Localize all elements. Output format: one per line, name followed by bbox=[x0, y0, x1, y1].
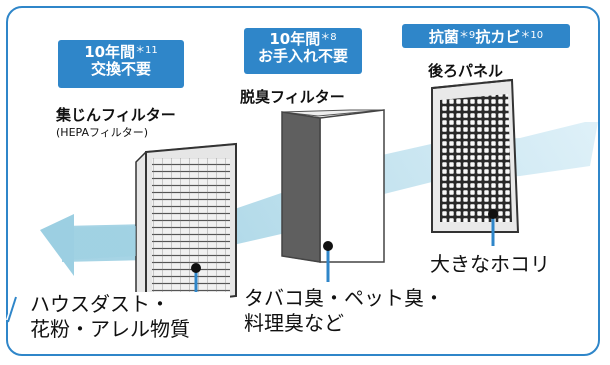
odor-removes-text: タバコ臭・ペット臭・ 料理臭など bbox=[244, 286, 494, 336]
odor-filter-title: 脱臭フィルター bbox=[240, 88, 345, 106]
back-panel-removes-text: 大きなホコリ bbox=[430, 252, 550, 276]
hepa-filter-graphic bbox=[135, 142, 237, 308]
dust-removes-line1: ハウスダスト・ bbox=[30, 292, 170, 316]
odor-removes-line2: 料理臭など bbox=[244, 311, 344, 335]
dust-removes-line2: 花粉・アレル物質 bbox=[30, 317, 190, 341]
back-panel-title: 後ろパネル bbox=[428, 62, 504, 80]
odor-badge-line2: お手入れ不要 bbox=[257, 47, 348, 66]
dust-badge-line1: 10年間 bbox=[84, 43, 136, 61]
deodorizing-filter-graphic bbox=[281, 109, 385, 263]
back-badge-a: 抗菌 bbox=[428, 28, 459, 46]
back-badge-note-a: ＊9 bbox=[458, 30, 476, 41]
odor-removes-line1: タバコ臭・ペット臭・ bbox=[244, 286, 444, 310]
dust-badge-note: ＊11 bbox=[135, 45, 158, 56]
back-panel-badge: 抗菌＊9抗カビ＊10 bbox=[402, 24, 570, 48]
dust-filter-badge: 10年間＊11 交換不要 bbox=[58, 40, 184, 88]
odor-badge-note: ＊8 bbox=[320, 32, 337, 43]
back-badge-b: 抗カビ bbox=[475, 28, 521, 46]
dust-filter-subtitle: (HEPAフィルター) bbox=[56, 126, 149, 139]
dust-removes-text: ハウスダスト・ 花粉・アレル物質 bbox=[30, 292, 230, 342]
back-badge-note-b: ＊10 bbox=[520, 30, 544, 41]
odor-badge-line1: 10年間 bbox=[269, 30, 321, 48]
diagram-frame bbox=[6, 6, 600, 356]
back-panel-graphic bbox=[431, 78, 520, 233]
odor-filter-badge: 10年間＊8 お手入れ不要 bbox=[244, 28, 362, 74]
dust-filter-title: 集じんフィルター bbox=[56, 106, 176, 124]
dust-badge-line2: 交換不要 bbox=[90, 60, 151, 79]
